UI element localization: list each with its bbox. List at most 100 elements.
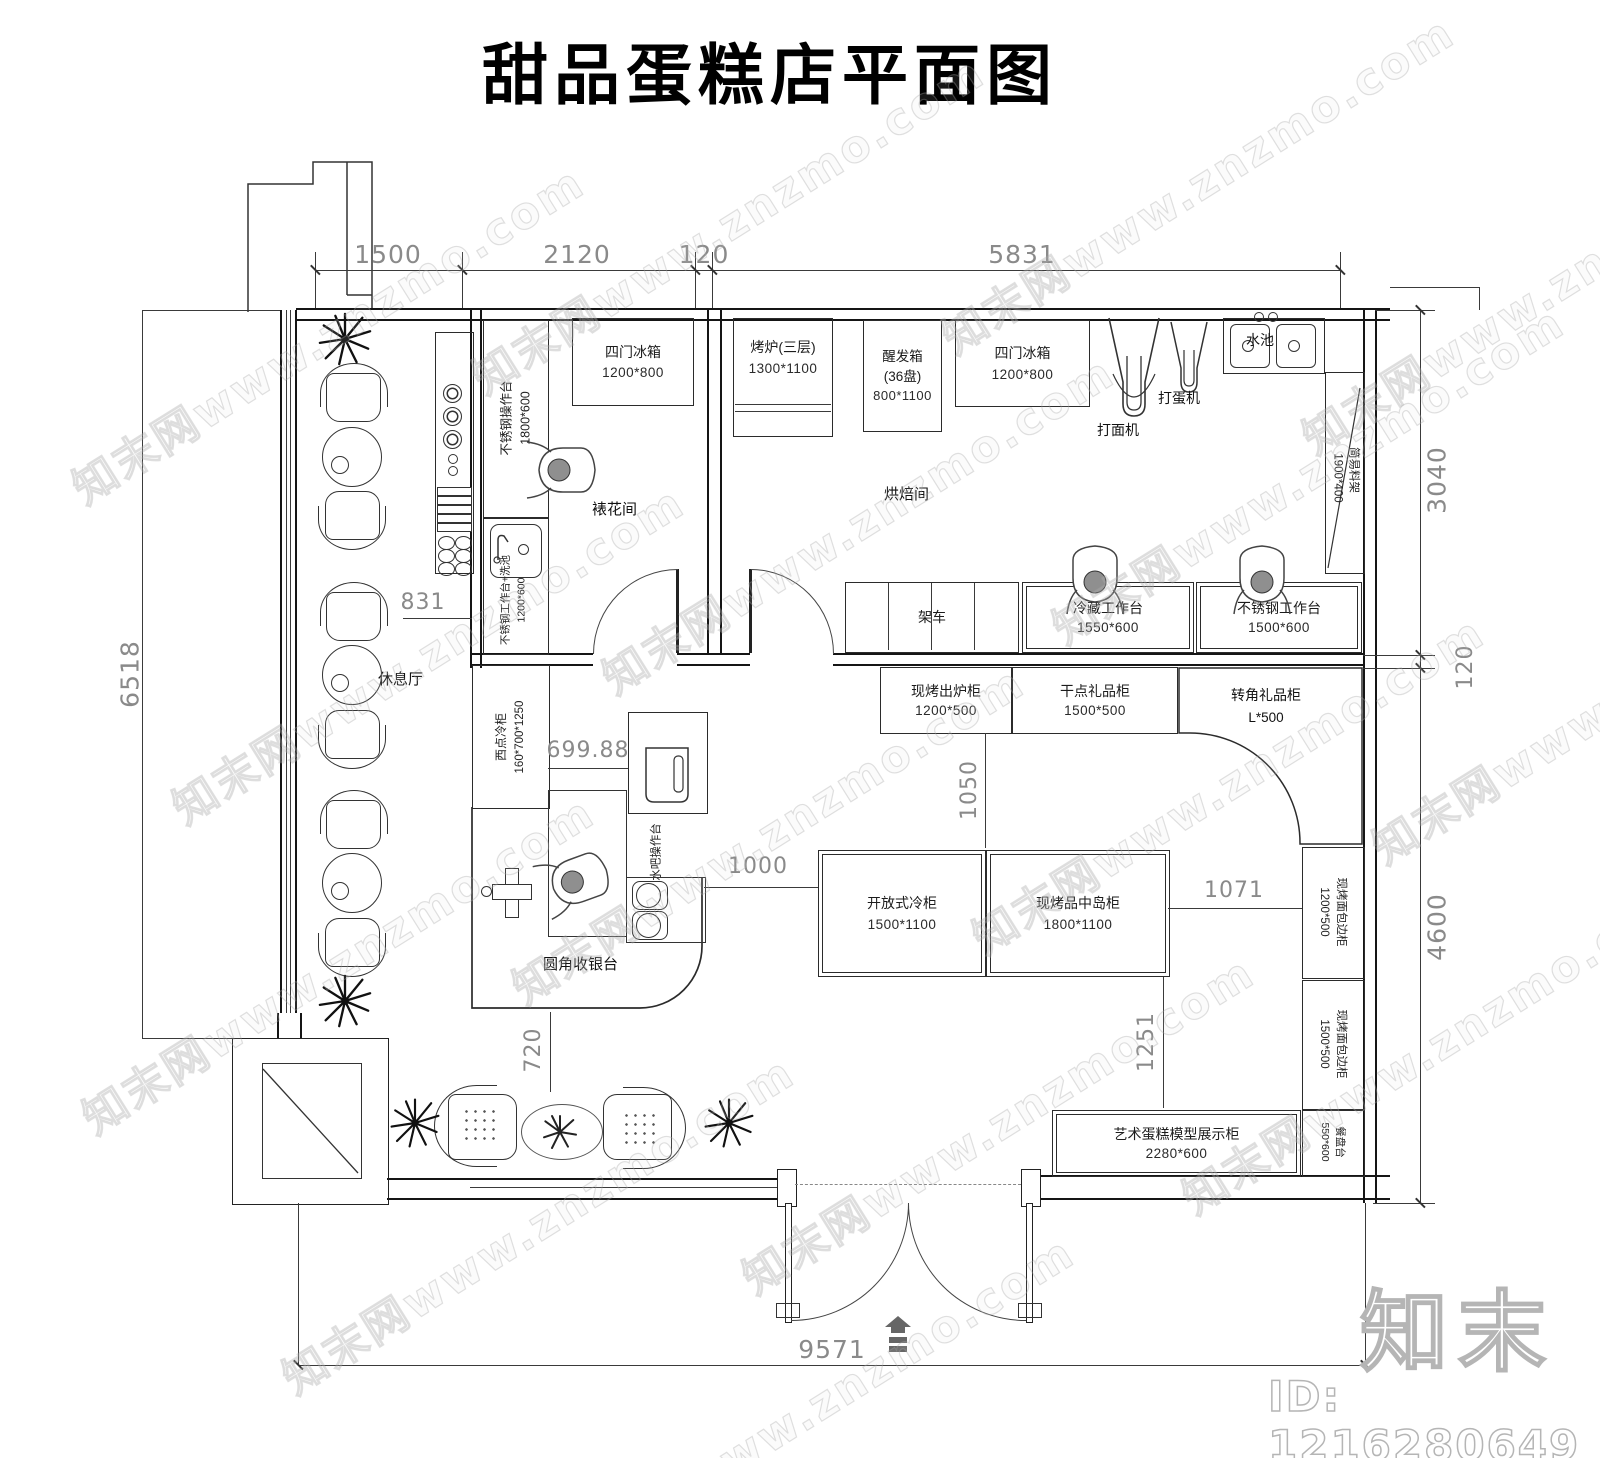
vestibule-door-swing [262,1068,359,1174]
room-label-baking: 烘焙间 [884,486,930,503]
door-swing-arc [791,1203,909,1321]
extension-line [462,252,463,308]
dispenser-icon [645,747,689,803]
armchair [434,1085,522,1167]
dimension-value: 3040 [1422,446,1452,514]
plant-icon [704,1098,754,1148]
oven-shelf-line [735,411,831,413]
bread-icon [438,562,455,576]
cashier-inner-zone [548,790,627,937]
window-mullion [470,1187,780,1189]
faucet [1268,312,1278,322]
water-bar-label: 水吧操作台 [650,823,663,881]
room-label-rest: 休息厅 [378,671,424,688]
water-bar-bowl [636,913,661,938]
armchair [318,707,386,769]
water-bar-unit [626,877,706,943]
burner-icon [443,407,462,426]
equipment-oven: 烤炉(三层) 1300*1100 [733,318,833,437]
equipment-fridge: 四门冰箱 1200*800 [955,320,1090,407]
plant-icon [543,1115,577,1149]
tray-stack [437,514,472,523]
round-table [322,645,382,705]
armchair [318,915,386,977]
entrance-arrow-icon [885,1316,911,1352]
equipment-label: 四门冰箱 [994,345,1051,362]
equipment-size: 1200*800 [602,365,664,381]
room-label-piping: 裱花间 [592,501,638,518]
door-swing-arc [751,569,834,654]
bread-icon [455,562,472,576]
wall [707,310,722,653]
window-mullion [286,310,287,1013]
worktable-sink [483,517,549,655]
brand-id: ID: 1216280649 [1267,1371,1581,1458]
cabinet-corner-gift [1178,667,1363,845]
cup-icon [331,456,349,474]
entrance-door-leaf [1026,1203,1033,1323]
dimension-value: 9571 [798,1335,866,1364]
coffee-counter [435,332,474,574]
dimension-value: 5831 [988,240,1056,269]
extension-line [142,1038,232,1039]
water-bar-bowl [636,883,661,908]
armchair [320,582,388,644]
cabinet-open-cold: 开放式冷柜 1500*1100 [818,850,986,977]
exterior-line [1390,287,1480,288]
tray-stack [437,496,472,505]
equipment-label: 冷藏工作台 [1073,600,1143,617]
tray-stack [437,487,472,496]
extension-line [1363,668,1435,669]
dimension-value: 1000 [728,854,788,879]
extension-line [315,252,316,308]
water-bar-sink [632,881,668,910]
dimension-value: 6518 [115,640,145,708]
small-circle [448,454,458,464]
equipment-label: 干点礼品柜 [1060,683,1130,700]
door-frame [1021,1169,1041,1207]
dimension-line [704,887,818,888]
equipment-label: 烤炉(三层) [750,339,816,355]
dimension-value: 120 [1453,644,1478,690]
cash-register-knob [481,886,492,897]
dimension-value: 720 [521,1027,546,1073]
rack-divider [931,583,933,650]
equipment-label: 艺术蛋糕模型展示柜 [1113,1126,1240,1143]
dimension-value: 699.88 [546,738,630,763]
chair-texture [462,1109,498,1143]
equipment-size: 2280*600 [1145,1145,1208,1161]
equipment-size: 1500*600 [1248,619,1310,635]
wall-storefront [1039,1175,1390,1200]
exterior-line [1479,287,1480,310]
tray-stack [437,505,472,514]
cashier-label: 圆角收银台 [543,956,619,973]
dimension-line [142,310,143,1038]
steel-worktable [483,320,549,519]
extension-line [695,252,696,308]
cup-icon [331,674,349,692]
equipment-label: 现烤品中岛柜 [1036,895,1120,912]
equipment-fridge: 四门冰箱 1200*800 [572,318,694,406]
equipment-size: 1300*1100 [748,360,818,376]
dimension-line [1163,977,1164,1108]
oven-shelf-line [735,404,831,406]
dimension-line [298,1365,1365,1366]
dimension-value: 2120 [543,240,611,269]
faucet [1254,312,1264,322]
cash-register-icon [492,884,532,900]
vestibule [232,1038,389,1205]
cabinet-island: 现烤品中岛柜 1800*1100 [986,850,1170,977]
bread-icon [438,549,455,563]
person-figure [532,852,609,920]
extension-line [298,1203,299,1365]
equipment-size: 800*1100 [873,387,932,403]
sink-basin [1276,324,1316,368]
dimension-line [1420,310,1421,1203]
sink-drain [1242,340,1254,352]
rack-simple [1325,372,1365,574]
wall-window-left [280,310,297,1013]
door-swing-arc [593,569,678,654]
round-table [322,853,382,913]
exterior-column-structure [247,161,373,312]
